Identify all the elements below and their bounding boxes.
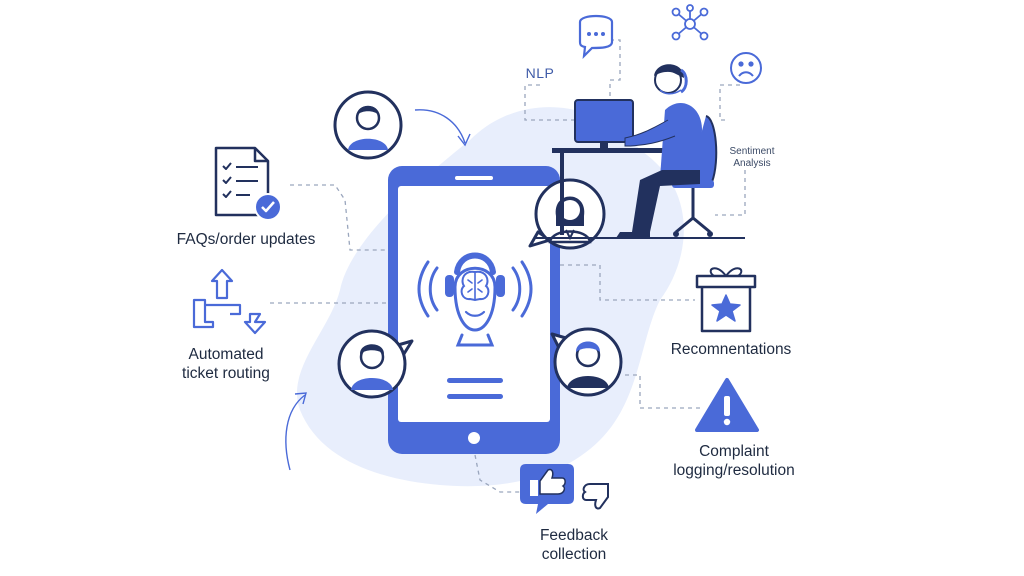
label-complaint-line2: logging/resolution (673, 462, 795, 479)
avatar-man-right-bubble (550, 327, 623, 397)
ai-brain-head-icon (417, 252, 533, 347)
gift-star-icon (695, 267, 757, 333)
thumbs-feedback-icon (520, 464, 609, 514)
label-feedback-line1: Feedback (539, 527, 609, 544)
avatar-man-top (333, 90, 403, 160)
warning-icon (695, 378, 759, 432)
label-faqs: FAQs/order updates (176, 231, 316, 248)
label-complaint: Complaint logging/resolution (660, 442, 808, 480)
avatar-man-left-bubble (337, 329, 414, 399)
document-checklist-icon (214, 146, 282, 221)
label-sentiment-line2: Analysis (733, 158, 771, 169)
label-sentiment-line1: Sentiment (729, 146, 775, 157)
tablet-speaker (455, 176, 493, 180)
label-nlp: NLP (525, 65, 555, 81)
tablet-home-button (468, 432, 480, 444)
support-agent-at-desk (535, 64, 745, 239)
curved-arrow-top (414, 109, 466, 144)
label-feedback: Feedback collection (524, 526, 624, 564)
chat-bubble-icon (578, 14, 614, 59)
label-ticket-routing-line2: ticket routing (182, 365, 270, 382)
routing-arrows-icon (192, 268, 267, 335)
label-ticket-routing-line1: Automated (188, 346, 264, 363)
label-complaint-line1: Complaint (699, 443, 769, 460)
network-icon (671, 4, 709, 41)
label-feedback-line2: collection (541, 546, 607, 563)
curved-arrows (285, 109, 471, 471)
label-ticket-routing: Automated ticket routing (168, 345, 284, 383)
label-recommendations: Recomnentations (670, 341, 792, 358)
sad-face-icon (730, 52, 762, 84)
label-sentiment-analysis: Sentiment Analysis (722, 146, 782, 170)
avatar-woman-bubble (528, 178, 606, 250)
dashed-connectors (270, 39, 746, 493)
curved-arrow-bottom (285, 394, 306, 471)
